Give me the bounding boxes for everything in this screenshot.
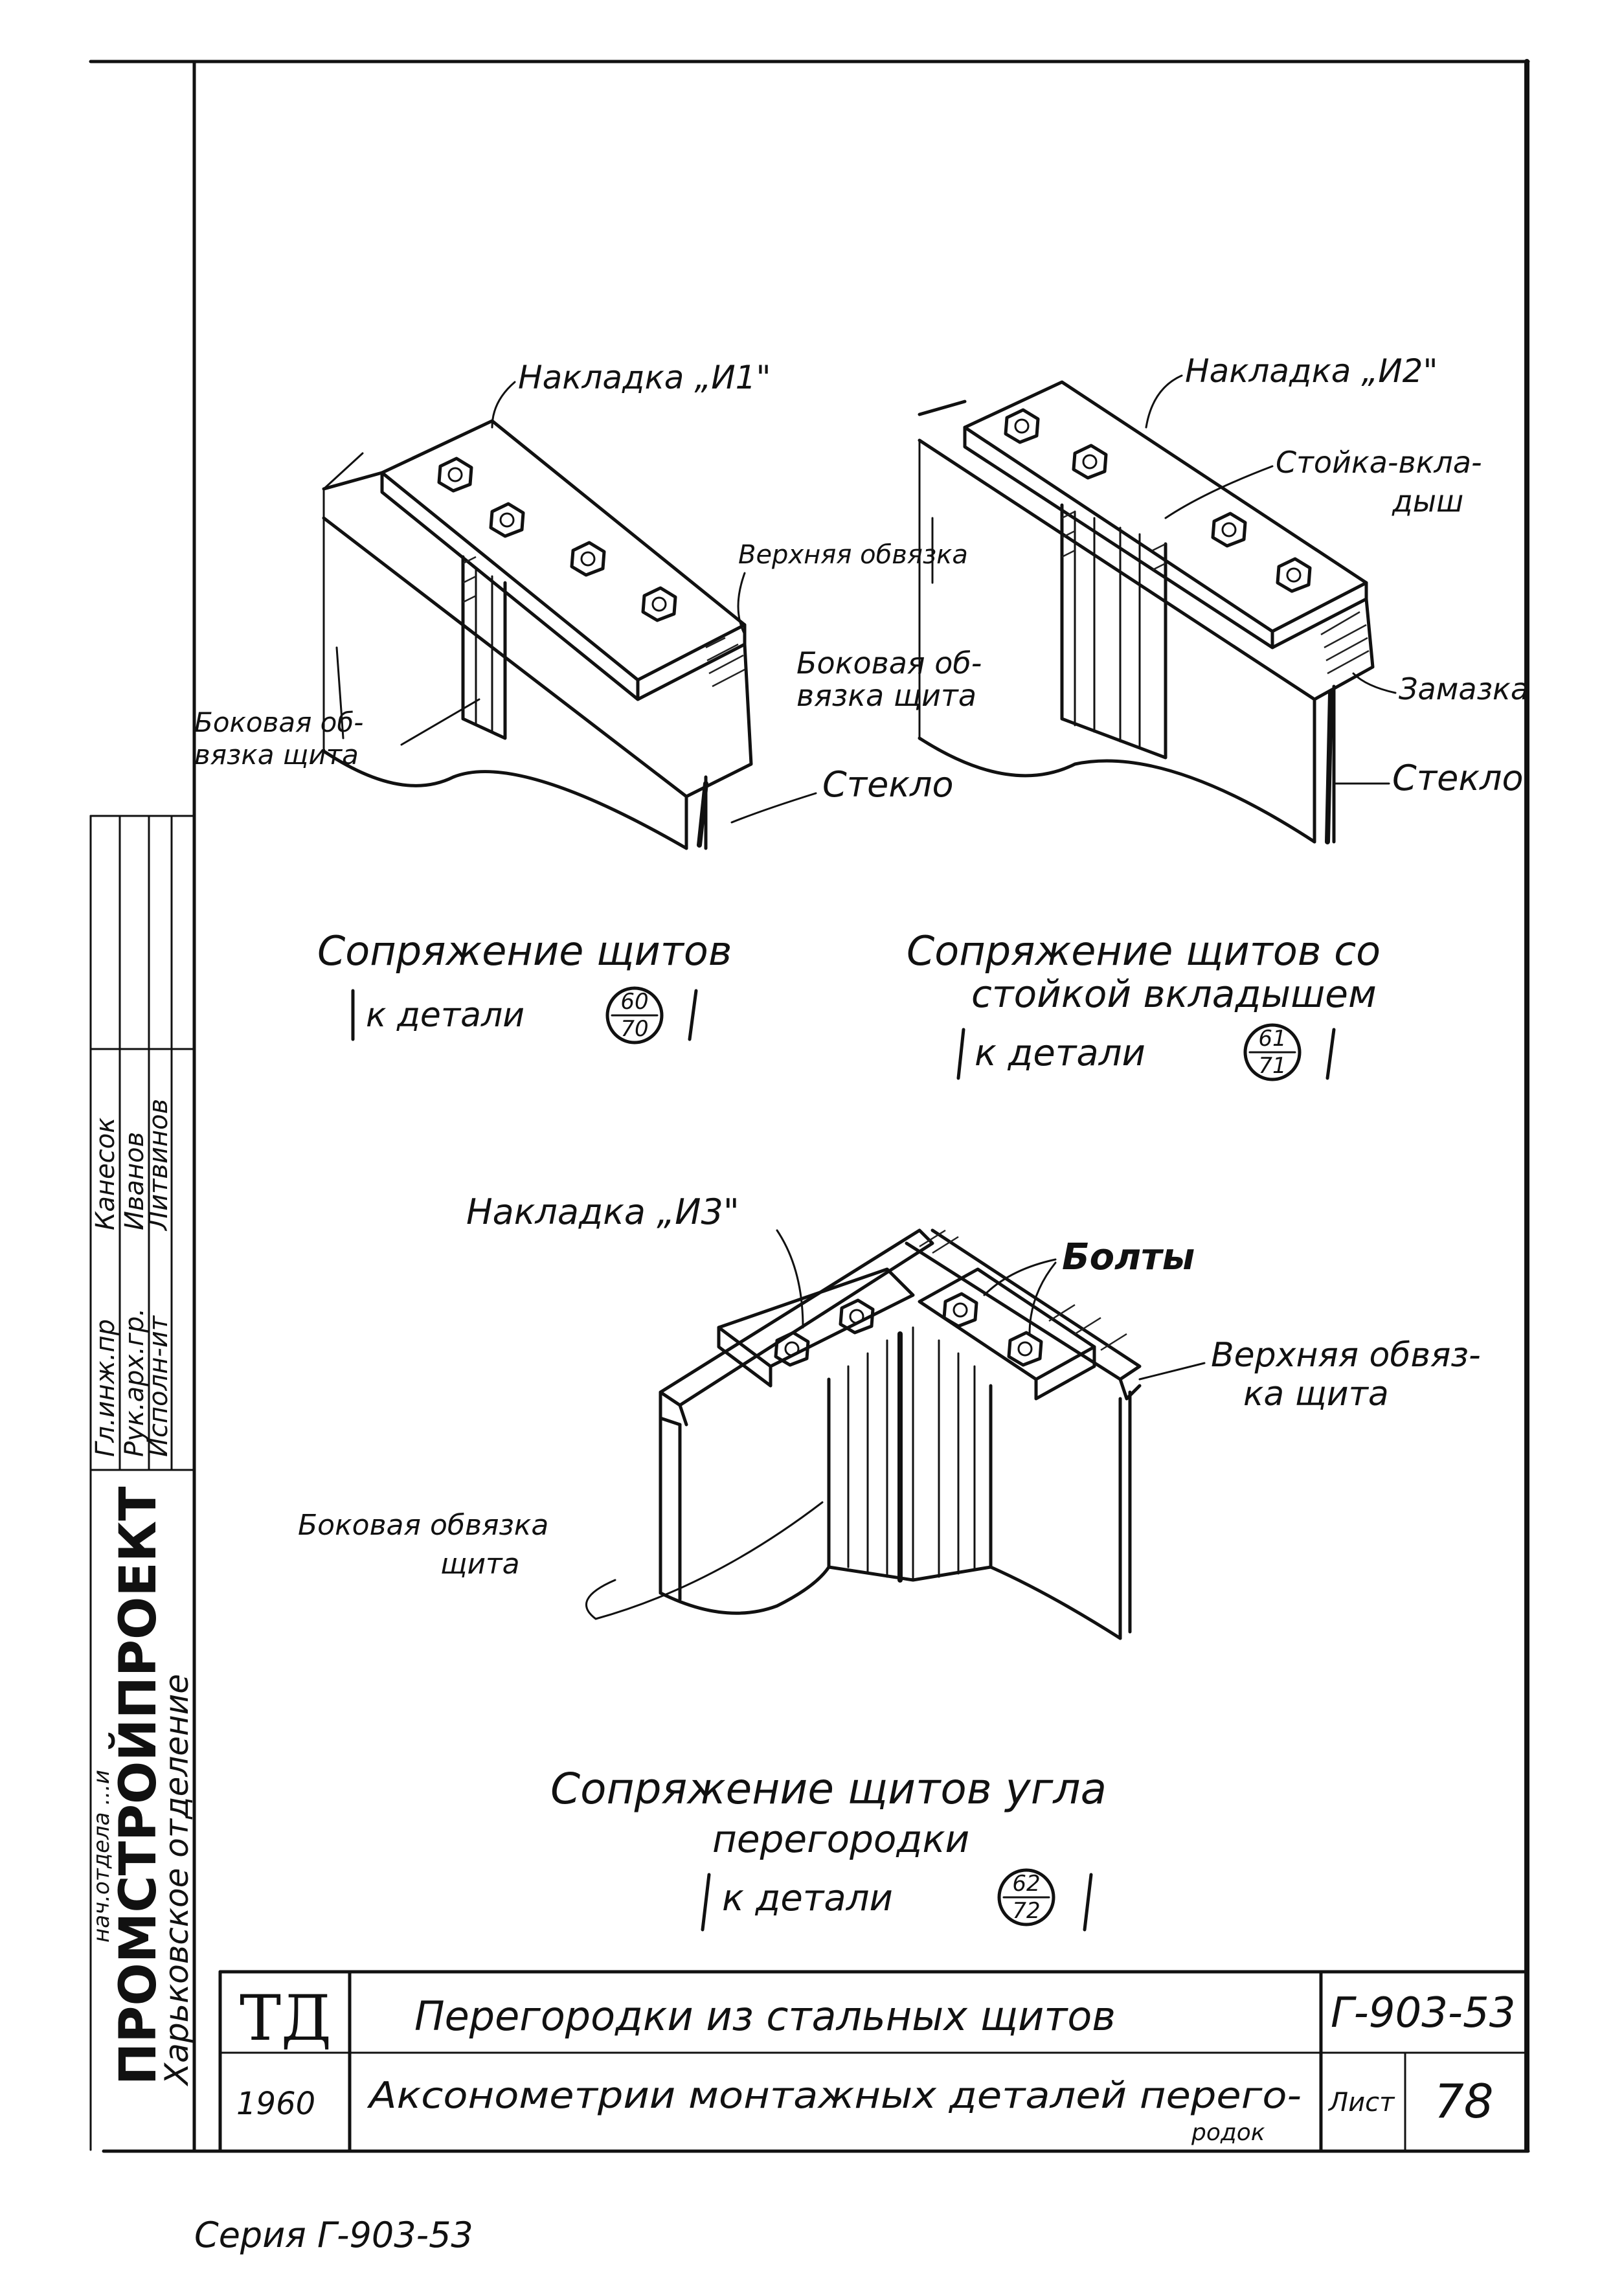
title-subtitle: Аксонометрии монтажных деталей перего- xyxy=(367,2075,1302,2117)
caption-1-ref-top: 60 xyxy=(620,989,648,1015)
label-side-frame-3a: Боковая обвязка xyxy=(298,1509,548,1542)
bolt-icon xyxy=(839,1298,875,1335)
staff-name-1: Канесок xyxy=(91,1118,120,1230)
detail-1-caption: Сопряжение щитов к детали 60 70 xyxy=(317,927,732,1044)
bolt-icon xyxy=(489,502,525,538)
bolt-icon xyxy=(774,1331,810,1367)
caption-2-ref-top: 61 xyxy=(1258,1026,1286,1052)
bolt-icon xyxy=(1276,557,1312,593)
detail-2-drawing xyxy=(918,380,1375,844)
bolt-icon xyxy=(570,541,606,577)
series-code: Г-903-53 xyxy=(1331,1989,1515,2037)
detail-1-labels: Накладка „И1" Верхняя обвязка Боковая об… xyxy=(194,359,982,824)
caption-2-prefix: к детали xyxy=(975,1032,1145,1074)
label-insert-post-b: дыш xyxy=(1392,484,1463,519)
detail-1-drawing xyxy=(322,419,753,850)
bolt-icon xyxy=(1004,408,1040,444)
org-branch: Харьковское отделение xyxy=(158,1674,196,2087)
org-name: ПРОМСТРОЙПРОЕКТ xyxy=(108,1486,168,2085)
caption-2-ref-bottom: 71 xyxy=(1258,1053,1286,1079)
label-top-frame-3b: ка щита xyxy=(1243,1375,1389,1414)
bolt-icon xyxy=(942,1292,978,1328)
org-stamp: ПРОМСТРОЙПРОЕКТ Харьковское отделение на… xyxy=(89,1486,196,2087)
series-note: Серия Г-903-53 xyxy=(194,2215,473,2255)
title-mark: ТД xyxy=(240,1982,332,2055)
label-putty: Замазка xyxy=(1399,672,1529,706)
staff-role-1: Гл.инж.пр xyxy=(91,1319,120,1457)
caption-3-line2: перегородки xyxy=(712,1817,969,1861)
caption-3-line1: Сопряжение щитов угла xyxy=(550,1764,1107,1814)
caption-1-ref-bottom: 70 xyxy=(620,1016,648,1042)
org-extra: нач.отдела ...и xyxy=(89,1770,115,1943)
label-glass-1: Стекло xyxy=(822,764,954,805)
caption-1-line1: Сопряжение щитов xyxy=(317,927,732,975)
label-glass-2: Стекло xyxy=(1392,758,1524,798)
staff-name-3: Литвинов xyxy=(144,1099,174,1232)
label-side-frame-1a: Боковая об- xyxy=(194,706,363,738)
detail-3-labels: Накладка „И3" Болты Верхняя обвяз- ка щи… xyxy=(298,1191,1481,1620)
title-block: ТД 1960 Перегородки из стальных щитов Ак… xyxy=(218,1970,1529,2153)
label-bolts: Болты xyxy=(1062,1236,1195,1278)
bolt-icon xyxy=(437,457,473,493)
label-side-frame-1b: вязка щита xyxy=(194,739,359,771)
sheet-frame xyxy=(89,59,1530,2153)
detail-2-labels: Накладка „И2" Стойка-вкла- дыш Замазка С… xyxy=(1145,352,1529,798)
label-overlay-i1: Накладка „И1" xyxy=(518,359,771,396)
caption-2-line2: стойкой вкладышем xyxy=(971,972,1377,1016)
label-insert-post-a: Стойка-вкла- xyxy=(1276,445,1482,480)
title-main: Перегородки из стальных щитов xyxy=(414,1992,1116,2040)
label-top-frame-1: Верхняя обвязка xyxy=(738,540,968,570)
caption-1-prefix: к детали xyxy=(366,996,524,1035)
sheet-label: Лист xyxy=(1327,2088,1395,2117)
detail-3-drawing xyxy=(659,1228,1142,1640)
caption-3-ref-bottom: 72 xyxy=(1012,1898,1040,1924)
staff-name-2: Иванов xyxy=(120,1132,150,1230)
title-subtitle-tail: родок xyxy=(1191,2119,1265,2146)
bolt-icon xyxy=(1007,1331,1043,1367)
detail-3-caption: Сопряжение щитов угла перегородки к дета… xyxy=(550,1764,1107,1932)
label-overlay-i3: Накладка „И3" xyxy=(466,1191,739,1232)
label-side-frame-3b: щита xyxy=(440,1548,520,1581)
bolt-icon xyxy=(1072,444,1108,480)
label-overlay-i2: Накладка „И2" xyxy=(1185,352,1438,390)
bolt-icon xyxy=(641,586,677,622)
title-year: 1960 xyxy=(236,2086,315,2122)
label-side-frame-1c: Боковая об- xyxy=(796,646,982,681)
caption-2-line1: Сопряжение щитов со xyxy=(907,927,1381,975)
staff-stamp: Гл.инж.пр Канесок Рук.арх.гр. Иванов Исп… xyxy=(91,1099,174,1457)
label-side-frame-1d: вязка щита xyxy=(796,678,976,713)
caption-3-prefix: к детали xyxy=(722,1877,893,1919)
sheet-number: 78 xyxy=(1434,2074,1494,2128)
label-top-frame-3a: Верхняя обвяз- xyxy=(1211,1336,1481,1375)
staff-role-2: Рук.арх.гр. xyxy=(120,1308,150,1457)
staff-role-3: Исполн-ит xyxy=(144,1315,174,1457)
caption-3-ref-top: 62 xyxy=(1012,1871,1040,1897)
detail-2-caption: Сопряжение щитов со стойкой вкладышем к … xyxy=(907,927,1381,1081)
bolt-icon xyxy=(1211,512,1247,548)
